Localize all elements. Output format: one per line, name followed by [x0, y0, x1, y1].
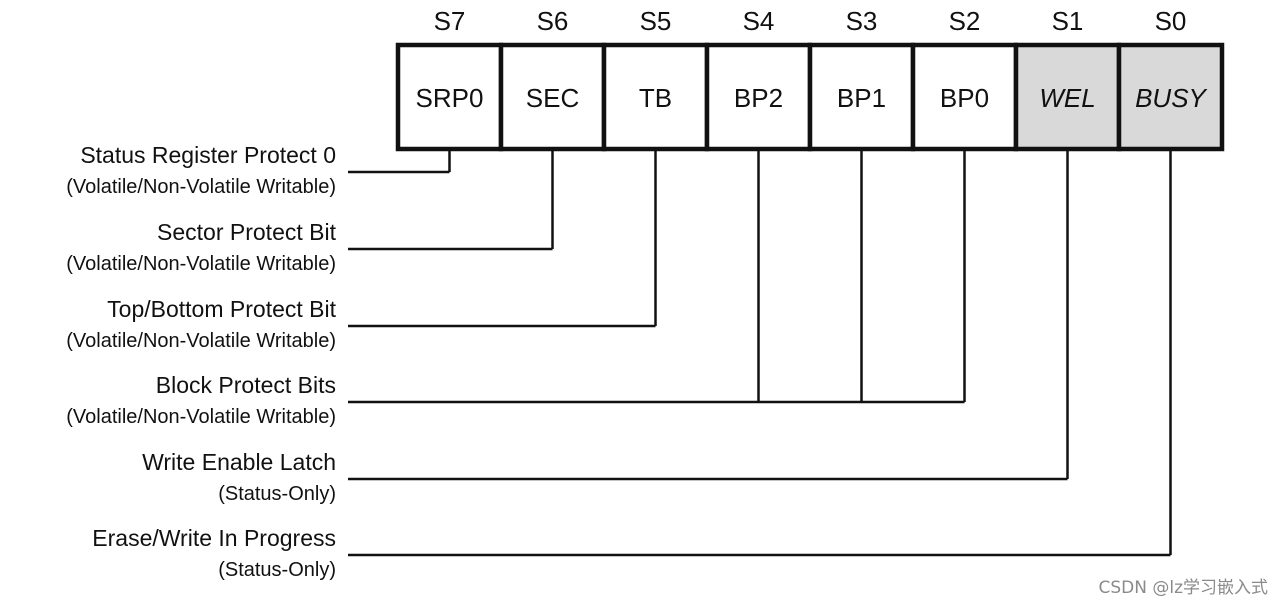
bit-header-s0: S0 — [1155, 6, 1187, 36]
bit-name-sec: SEC — [526, 83, 579, 113]
connector-lines — [348, 149, 1172, 557]
bit-name-busy: BUSY — [1135, 83, 1207, 113]
description-subtitle: (Status-Only) — [218, 483, 336, 505]
bit-header-s2: S2 — [949, 6, 981, 36]
description-subtitle: (Volatile/Non-Volatile Writable) — [66, 176, 336, 198]
description-subtitle: (Volatile/Non-Volatile Writable) — [66, 330, 336, 352]
bit-header-s4: S4 — [743, 6, 775, 36]
bit-headers: S7 S6 S5 S4 S3 S2 S1 S0 — [434, 6, 1187, 36]
bit-name-wel: WEL — [1039, 83, 1095, 113]
bit-name-srp0: SRP0 — [416, 83, 484, 113]
description-subtitle: (Volatile/Non-Volatile Writable) — [66, 253, 336, 275]
bit-name-bp1: BP1 — [837, 83, 886, 113]
bit-name-tb: TB — [639, 83, 672, 113]
description-title: Top/Bottom Protect Bit — [107, 296, 336, 322]
description-title: Write Enable Latch — [142, 449, 336, 475]
description-title: Sector Protect Bit — [157, 219, 337, 245]
bit-header-s3: S3 — [846, 6, 878, 36]
bit-cell-busy — [1116, 42, 1225, 152]
bit-descriptions: Status Register Protect 0 (Volatile/Non-V… — [66, 142, 336, 581]
description-subtitle: (Status-Only) — [218, 559, 336, 581]
bit-cell-bp0 — [910, 42, 1019, 152]
register-bit-cells: SRP0 SEC TB BP2 BP1 BP0 WEL BUSY — [395, 42, 1225, 152]
description-title: Status Register Protect 0 — [80, 142, 336, 168]
bit-header-s1: S1 — [1052, 6, 1084, 36]
bit-name-bp2: BP2 — [734, 83, 783, 113]
bit-header-s5: S5 — [640, 6, 672, 36]
description-subtitle: (Volatile/Non-Volatile Writable) — [66, 406, 336, 428]
description-title: Erase/Write In Progress — [92, 525, 336, 551]
bit-header-s6: S6 — [537, 6, 569, 36]
description-title: Block Protect Bits — [156, 372, 336, 398]
bit-header-s7: S7 — [434, 6, 466, 36]
watermark: CSDN @lz学习嵌入式 — [1098, 578, 1268, 598]
bit-name-bp0: BP0 — [940, 83, 989, 113]
